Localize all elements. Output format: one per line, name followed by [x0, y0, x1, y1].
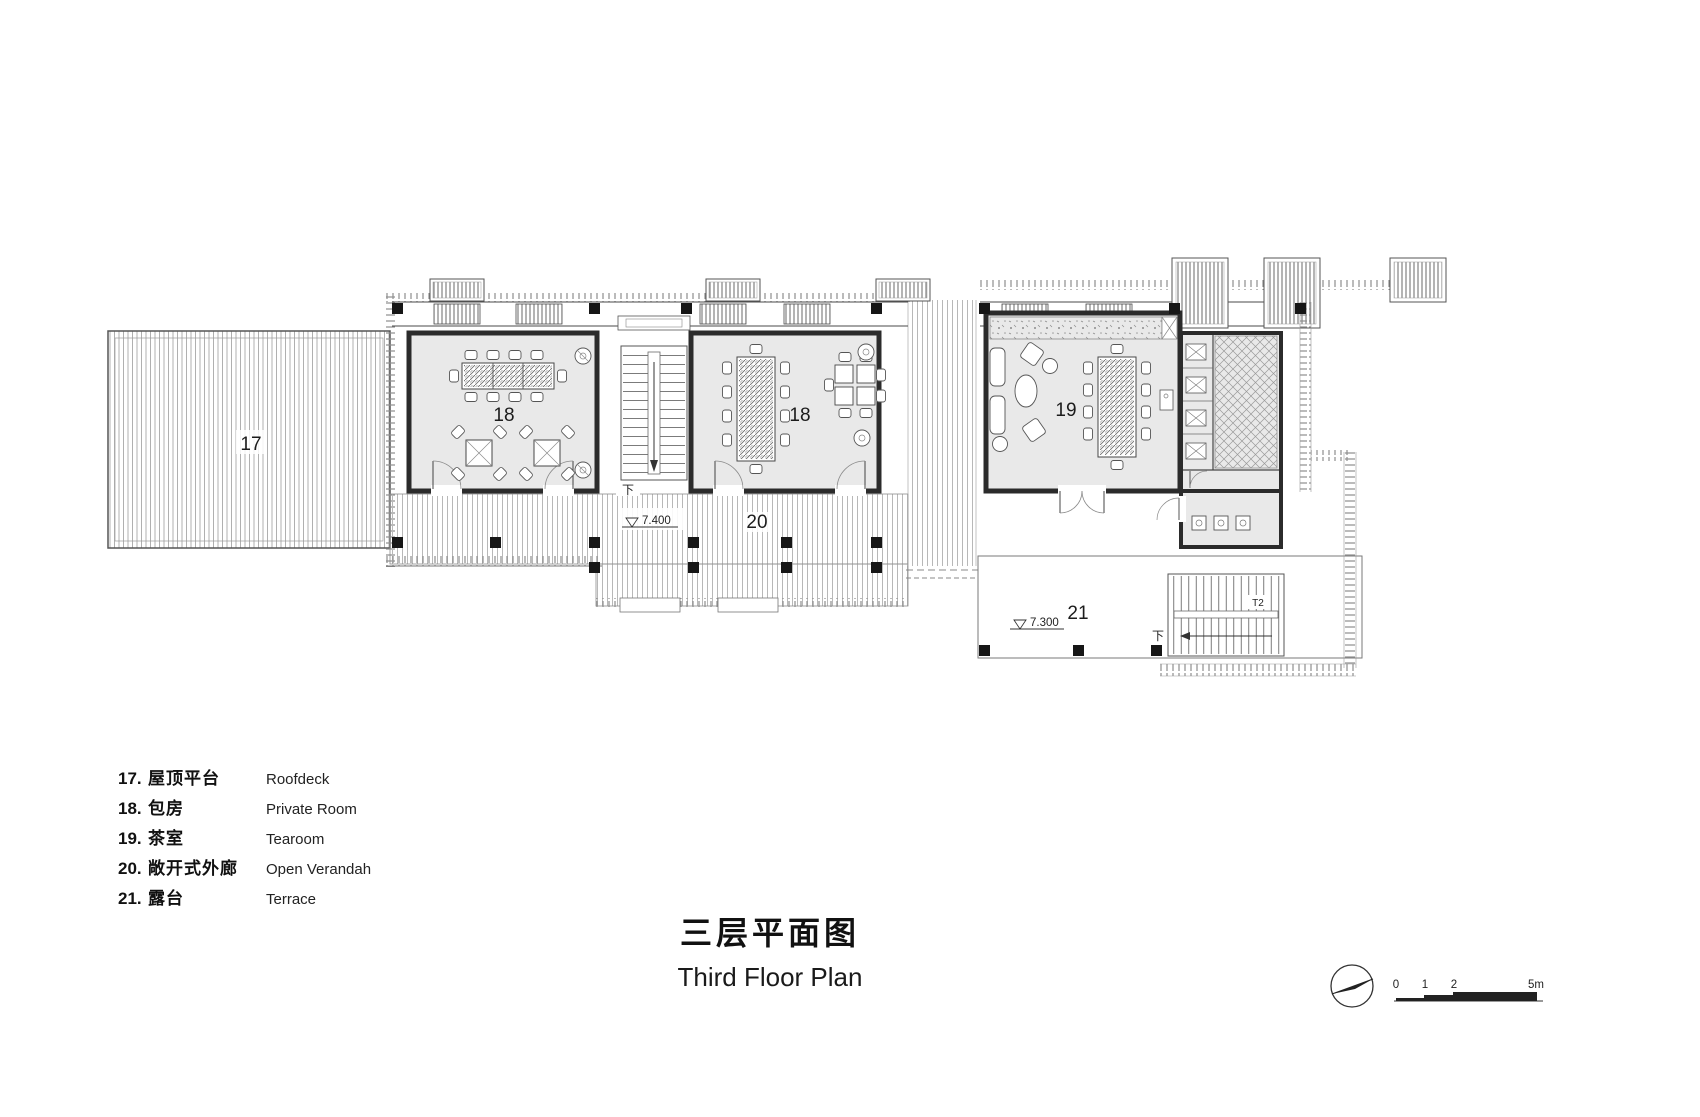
- level-marker-verandah: [618, 508, 684, 530]
- banquet-table: [449, 350, 567, 402]
- scale-tick-2: 2: [1451, 979, 1457, 991]
- legend-en: Terrace: [266, 891, 317, 908]
- scale-tick-1: 1: [1422, 979, 1428, 991]
- stair-t2: [1167, 573, 1285, 657]
- pergola-beam: [1171, 257, 1447, 329]
- north-colonnade-middle: [392, 278, 931, 331]
- room-roofdeck: [107, 330, 391, 549]
- legend: 17. 屋顶平台 Roofdeck 18. 包房 Private Room 19…: [118, 764, 371, 914]
- legend-zh: 露台: [148, 889, 184, 908]
- legend-row-private-room: 18. 包房 Private Room: [118, 794, 371, 824]
- columns: [392, 303, 1306, 656]
- scale-bar: 0 1 2 5m: [1393, 979, 1544, 1002]
- service-room: [1156, 489, 1283, 549]
- room-label-private-right: 18: [789, 405, 810, 426]
- card-table-group: [824, 352, 886, 418]
- open-verandah-deck: [386, 293, 1168, 613]
- legend-en: Open Verandah: [266, 861, 372, 878]
- level-marker-terrace: [1010, 619, 1064, 630]
- stair-t2-label: T2: [1252, 598, 1264, 609]
- legend-en: Roofdeck: [266, 771, 330, 788]
- pergola-beam: [429, 278, 931, 302]
- level-text-verandah: 7.400: [642, 515, 671, 527]
- legend-row-terrace: 21. 露台 Terrace: [118, 884, 371, 914]
- north-arrow: [1330, 964, 1374, 1008]
- stair-main: [616, 345, 688, 496]
- room-label-tearoom: 19: [1055, 400, 1076, 421]
- lounge-group: [989, 342, 1058, 452]
- bathroom: [1179, 331, 1283, 493]
- stair-down-label-main: 下: [622, 483, 634, 497]
- room-tearoom: [983, 310, 1183, 514]
- plan-title-zh: 三层平面图: [679, 915, 860, 951]
- room-label-verandah: 20: [746, 512, 767, 533]
- legend-zh: 敞开式外廊: [148, 859, 238, 878]
- room-label-roofdeck: 17: [240, 434, 261, 455]
- room-label-private-left: 18: [493, 405, 514, 426]
- plant-icon: [853, 343, 875, 447]
- legend-en: Tearoom: [266, 831, 325, 848]
- level-text-terrace: 7.300: [1030, 617, 1059, 629]
- trellis-bands: [1160, 302, 1357, 677]
- scale-tick-5m: 5m: [1528, 979, 1544, 991]
- legend-row-open-verandah: 20. 敞开式外廊 Open Verandah: [118, 854, 371, 884]
- room-private-left: [406, 330, 600, 496]
- plan-title-en: Third Floor Plan: [677, 962, 863, 992]
- plan-title-block: 三层平面图 Third Floor Plan: [560, 908, 980, 993]
- legend-num: 18.: [118, 799, 142, 818]
- legend-row-tearoom: 19. 茶室 Tearoom: [118, 824, 371, 854]
- legend-num: 19.: [118, 829, 142, 848]
- room-label-terrace: 21: [1067, 603, 1088, 624]
- tea-table: [1083, 344, 1151, 470]
- plant-icon: [574, 347, 592, 479]
- scale-tick-0: 0: [1393, 979, 1399, 991]
- long-table: [722, 344, 790, 474]
- legend-num: 20.: [118, 859, 142, 878]
- room-private-right: [688, 330, 886, 496]
- legend-zh: 屋顶平台: [148, 769, 220, 788]
- legend-num: 17.: [118, 769, 142, 788]
- legend-zh: 茶室: [148, 829, 184, 848]
- legend-en: Private Room: [266, 801, 357, 818]
- toilet-fixtures: [1185, 343, 1207, 460]
- legend-zh: 包房: [148, 799, 184, 818]
- legend-row-roofdeck: 17. 屋顶平台 Roofdeck: [118, 764, 371, 794]
- stair-down-label-t2: 下: [1152, 629, 1164, 643]
- legend-num: 21.: [118, 889, 142, 908]
